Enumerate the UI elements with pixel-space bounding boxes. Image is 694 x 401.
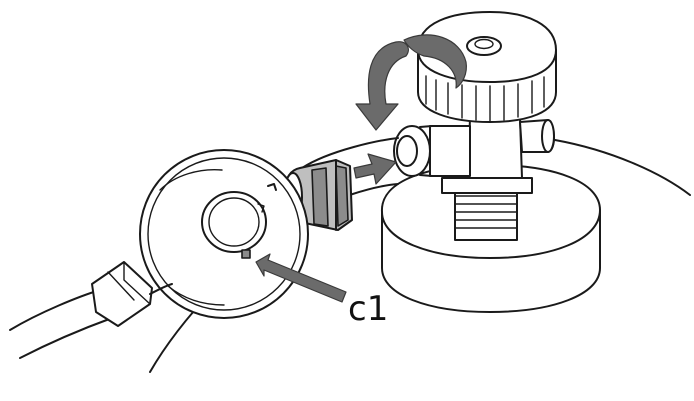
detail-magnifier-circle bbox=[139, 149, 309, 319]
callout-pointer-arrow-icon bbox=[255, 253, 347, 303]
valve-handwheel bbox=[417, 11, 557, 123]
valve-body bbox=[467, 117, 555, 179]
callout-label: c1 bbox=[348, 289, 388, 329]
hose-hex-fitting bbox=[9, 261, 173, 359]
push-direction-arrow-icon bbox=[353, 153, 397, 185]
curved-rotation-arrow-icon bbox=[355, 34, 467, 131]
valve-outlet bbox=[393, 125, 471, 177]
